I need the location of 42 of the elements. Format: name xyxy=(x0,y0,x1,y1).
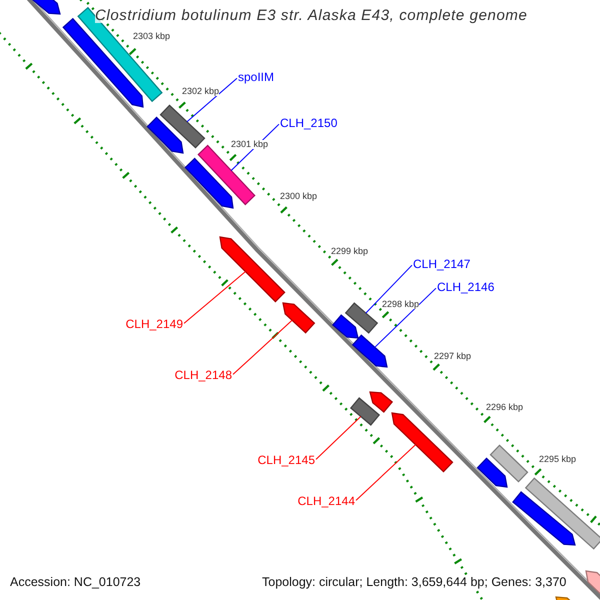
gene-feature xyxy=(350,397,380,426)
gene-feature xyxy=(369,391,394,413)
gene-label: CLH_2146 xyxy=(437,281,494,293)
gene-label: CLH_2145 xyxy=(258,454,315,466)
gene-feature xyxy=(391,412,454,473)
leader-line xyxy=(232,320,293,375)
gene-feature xyxy=(524,477,600,550)
accession-text: Accession: NC_010723 xyxy=(10,576,141,588)
scale-label: 2298 kbp xyxy=(382,300,420,309)
gene-label: spoIIM xyxy=(238,71,274,83)
gene-feature xyxy=(219,236,286,302)
gene-feature xyxy=(160,104,206,149)
gene-feature xyxy=(344,302,378,334)
scale-label: 2297 kbp xyxy=(434,352,472,361)
leader-line xyxy=(356,444,416,501)
leader-line xyxy=(316,416,362,460)
scale-label: 2295 kbp xyxy=(539,455,576,464)
gene-feature xyxy=(490,444,528,483)
gene-feature xyxy=(352,334,388,368)
gene-feature xyxy=(332,314,359,339)
scale-label: 2296 kbp xyxy=(486,403,524,412)
scale-label: 2299 kbp xyxy=(331,247,368,256)
title: Clostridium botulinum E3 str. Alaska E43, complete genome xyxy=(95,8,528,23)
gene-feature xyxy=(146,116,184,154)
leader-line xyxy=(184,271,246,324)
leader-line xyxy=(186,78,238,122)
scale-label: 2300 kbp xyxy=(280,192,318,201)
gene-label: CLH_2148 xyxy=(174,369,232,381)
scale-label: 2302 kbp xyxy=(182,87,220,96)
gene-feature xyxy=(512,491,576,546)
leader-line xyxy=(365,264,412,314)
gene-feature xyxy=(476,457,508,488)
scale-label: 2303 kbp xyxy=(133,32,170,41)
gene-feature xyxy=(184,158,234,209)
gene-feature xyxy=(282,302,316,334)
gene-label: CLH_2150 xyxy=(280,117,338,129)
gene-label: CLH_2144 xyxy=(298,495,355,507)
gene-label: CLH_2147 xyxy=(413,258,470,270)
leader-line xyxy=(374,288,436,348)
gene-label: CLH_2149 xyxy=(126,318,183,330)
scale-label: 2301 kbp xyxy=(231,140,268,149)
genome-info-text: Topology: circular; Length: 3,659,644 bp; Genes: 3,370 xyxy=(262,576,566,588)
